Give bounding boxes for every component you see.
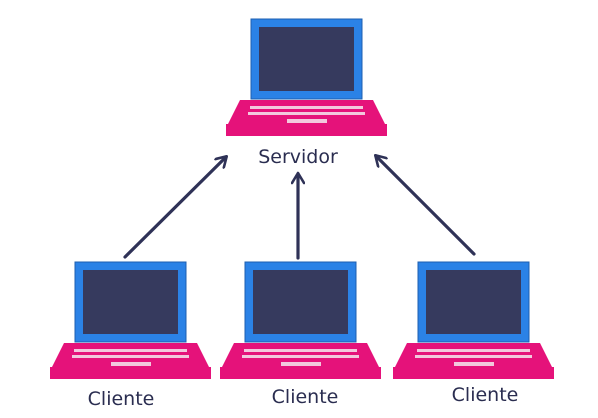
client-label-2: Cliente bbox=[271, 386, 339, 408]
server-laptop-base bbox=[226, 124, 387, 136]
client-3-keyboard-keys-row-2 bbox=[415, 355, 532, 358]
client-laptop-icon-2 bbox=[220, 261, 381, 379]
client-laptop-icon-1 bbox=[50, 261, 211, 379]
client-2-keyboard-keys-row-2 bbox=[242, 355, 359, 358]
server-keyboard-keys-row-2 bbox=[248, 112, 365, 115]
client-laptop-icon-3 bbox=[393, 261, 554, 379]
client-3-touchpad bbox=[454, 362, 494, 366]
client-label-1: Cliente bbox=[87, 388, 155, 410]
server-touchpad bbox=[287, 119, 327, 123]
client-1-laptop-base bbox=[50, 367, 211, 379]
client-3-laptop-base bbox=[393, 367, 554, 379]
client-1-keyboard-keys-row-1 bbox=[74, 349, 187, 352]
arrow-client-3-to-server bbox=[376, 156, 476, 256]
client-2-screen-display bbox=[253, 270, 348, 334]
client-3-screen-display bbox=[426, 270, 521, 334]
client-3-keyboard-keys-row-1 bbox=[417, 349, 530, 352]
client-1-screen-display bbox=[83, 270, 178, 334]
server-label: Servidor bbox=[258, 146, 338, 168]
server-laptop-icon bbox=[226, 18, 387, 136]
client-label-3: Cliente bbox=[451, 384, 519, 406]
client-1-touchpad bbox=[111, 362, 151, 366]
arrow-client-1-to-server bbox=[123, 157, 226, 259]
server-screen-display bbox=[259, 27, 354, 91]
client-2-touchpad bbox=[281, 362, 321, 366]
client-1-keyboard-keys-row-2 bbox=[72, 355, 189, 358]
client-2-laptop-base bbox=[220, 367, 381, 379]
client-2-keyboard-keys-row-1 bbox=[244, 349, 357, 352]
server-keyboard-keys-row-1 bbox=[250, 106, 363, 109]
